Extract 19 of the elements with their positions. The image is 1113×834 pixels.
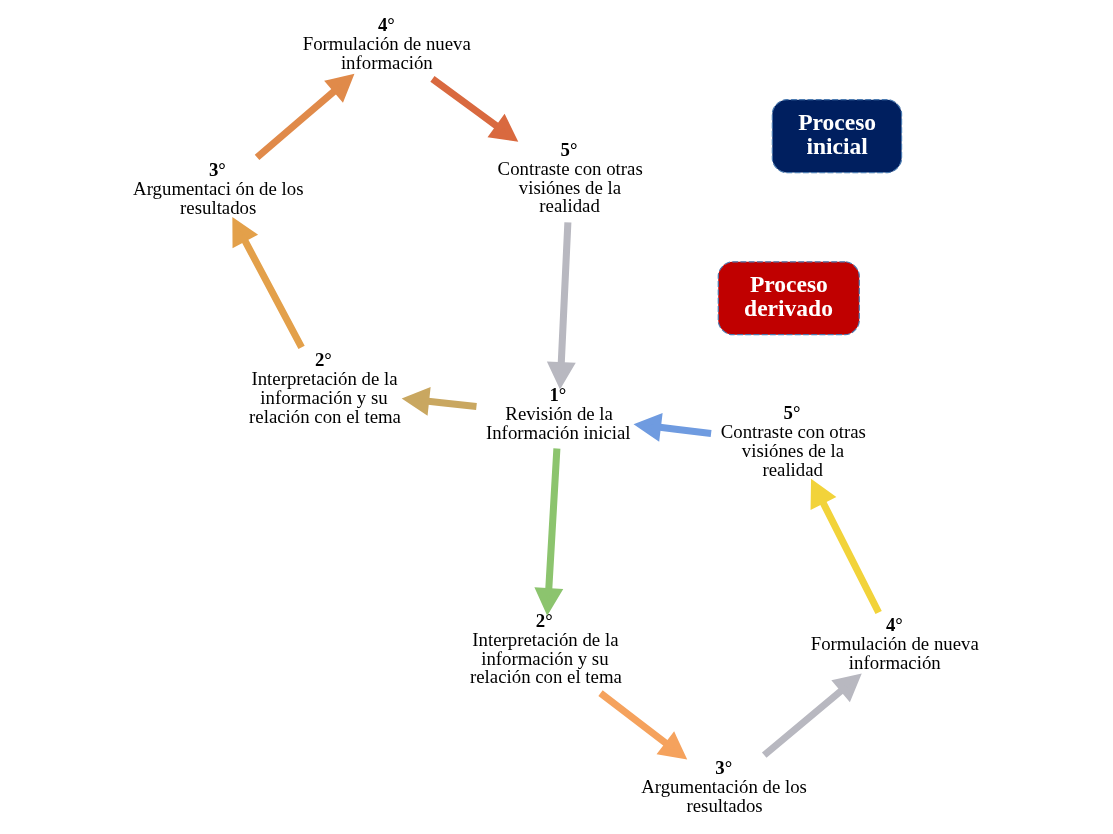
node-text: 2° Interpretación de la información y su relación con el tema <box>470 609 622 688</box>
arrow <box>232 217 305 349</box>
node-text: 4° Formulación de nueva información <box>302 14 471 73</box>
node-text: 2° Interpretación de la información y su relación con el tema <box>249 349 401 427</box>
node-text: 3° Argumentación de los resultados <box>641 756 807 816</box>
arrow <box>430 76 519 142</box>
node-text: 4° Formulación de nueva información <box>810 614 979 673</box>
node-text: 5° Contraste con otras visiónes de la realidad <box>497 138 643 217</box>
node-text: 3° Argumentaci ón de los resultados <box>133 159 304 218</box>
arrow <box>254 73 355 161</box>
node-box: Proceso inicial <box>771 99 903 174</box>
node-text: 1° Revisión de la Información inicial <box>485 383 631 443</box>
arrow <box>598 690 688 760</box>
arrow <box>761 673 862 758</box>
arrow <box>633 413 712 442</box>
arrow <box>810 478 882 615</box>
arrow <box>401 386 477 416</box>
node-text: 5° Contraste con otras visiónes de la realidad <box>720 402 866 480</box>
node-box: Proceso derivado <box>717 261 860 336</box>
